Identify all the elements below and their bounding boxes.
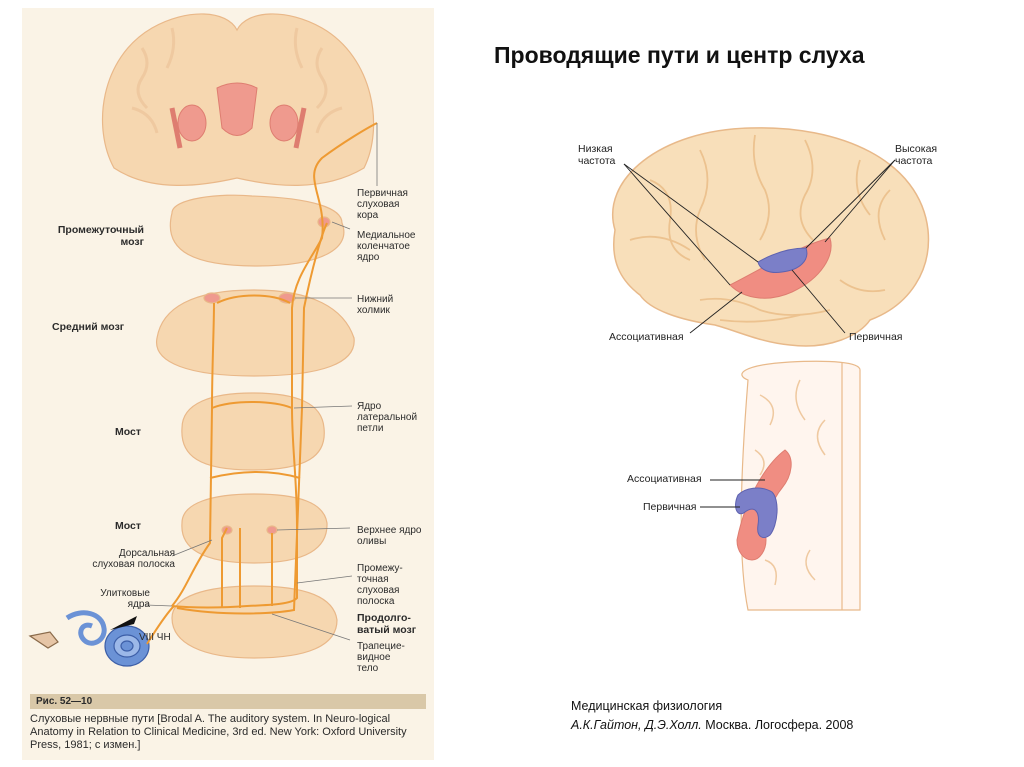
label-primary-auditory-cortex: Первичная слуховая кора <box>357 188 408 221</box>
medulla-slice <box>171 585 338 659</box>
diencephalon-slice <box>169 194 345 267</box>
label-trapezoid-body: Трапецие- видное тело <box>357 641 405 674</box>
level-pons-upper: Мост <box>115 426 142 438</box>
label-medial-geniculate: Медиальное коленчатое ядро <box>357 230 416 263</box>
arrow-icon <box>110 616 137 630</box>
source-publisher: Москва. Логосфера. 2008 <box>701 718 854 732</box>
figure-caption: Слуховые нервные пути [Brodal A. The aud… <box>30 713 407 751</box>
auditory-pathways-illustration <box>28 13 378 667</box>
auditory-pathways-figure: Промежуточный мозг Средний мозг Мост Мос… <box>22 8 434 760</box>
label-primary-area-bottom: Первичная <box>643 501 697 513</box>
source-authors-line: А.К.Гайтон, Д.Э.Холл. Москва. Логосфера.… <box>571 716 853 735</box>
label-lateral-lemniscus: Ядро латеральной петли <box>357 401 418 434</box>
label-associative-area-top: Ассоциативная <box>609 331 684 343</box>
source-authors: А.К.Гайтон, Д.Э.Холл. <box>571 718 702 732</box>
level-midbrain: Средний мозг <box>52 321 125 333</box>
label-superior-olive: Верхнее ядро оливы <box>357 525 422 547</box>
label-primary-area-top: Первичная <box>849 331 903 343</box>
label-high-frequency: Высокая частота <box>895 143 938 167</box>
cochlea <box>28 610 150 667</box>
basal-ganglia <box>169 82 307 149</box>
level-pons-lower: Мост <box>115 520 142 532</box>
label-inferior-colliculus: Нижний холмик <box>357 294 394 316</box>
label-associative-area-bottom: Ассоциативная <box>627 473 702 485</box>
label-dorsal-stria: Дорсальная слуховая полоска <box>92 548 175 570</box>
slide-title: Проводящие пути и центр слуха <box>494 42 865 68</box>
auditory-cortex-illustration <box>612 127 930 611</box>
label-low-frequency: Низкая частота <box>578 143 616 167</box>
midbrain-slice <box>156 289 355 377</box>
source-citation: Медицинская физиология А.К.Гайтон, Д.Э.Х… <box>571 697 853 735</box>
level-medulla: Продолго- ватый мозг <box>357 612 417 636</box>
figure-number: Рис. 52—10 <box>30 694 426 709</box>
top-view-hemisphere <box>735 360 861 611</box>
label-intermediate-stria: Промежу- точная слуховая полоска <box>357 563 403 607</box>
label-cochlear-nuclei: Улитковые ядра <box>100 588 150 610</box>
lateral-brain-view <box>612 127 930 347</box>
source-book: Медицинская физиология <box>571 699 723 713</box>
auditory-pathway-lines <box>171 122 378 615</box>
level-diencephalon: Промежуточный мозг <box>57 224 144 248</box>
label-cranial-nerve-viii: VIII ЧН <box>139 632 171 643</box>
auditory-nerve <box>146 605 175 645</box>
